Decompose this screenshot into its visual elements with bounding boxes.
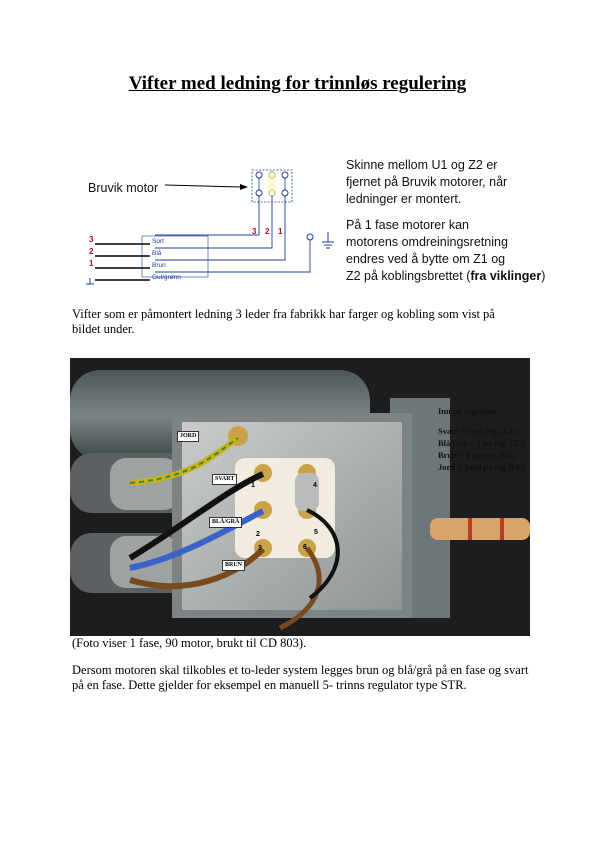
wire-number: 1 bbox=[89, 259, 94, 268]
terminal-number: 1 bbox=[251, 482, 255, 489]
motor-label: Bruvik motor bbox=[88, 181, 159, 195]
wire-number: 2 bbox=[89, 247, 94, 256]
tag-bla-gra: BLÅ/GRÅ bbox=[209, 517, 243, 528]
diagram-note-2: På 1 fase motorer kan motorens omdreinin… bbox=[346, 218, 546, 283]
wire-label: Sort bbox=[152, 238, 164, 245]
diagram-note-1: Skinne mellom U1 og Z2 er fjernet på Bru… bbox=[346, 158, 508, 206]
closing-paragraph: Dersom motoren skal tilkobles et to-lede… bbox=[72, 663, 529, 692]
tag-brun: BRUN bbox=[222, 560, 246, 571]
tag-jord: JORD bbox=[177, 431, 200, 442]
terminal-number: 3 bbox=[252, 227, 257, 236]
terminal-box-photo: 1 4 2 5 3 6 bbox=[70, 358, 530, 636]
page-title: Vifter med ledning for trinnløs reguleri… bbox=[128, 73, 467, 94]
tag-svart: SVART bbox=[212, 474, 238, 485]
wiring-diagram: 3 2 1 Sort Blå Brun Gul/grønn 3 2 1 bbox=[86, 169, 334, 285]
wire-label: Gul/grønn bbox=[152, 274, 181, 281]
photo-caption: (Foto viser 1 fase, 90 motor, brukt til … bbox=[72, 636, 307, 650]
wire-label: Brun bbox=[152, 262, 166, 269]
intro-paragraph: Vifter som er påmontert ledning 3 leder … bbox=[72, 307, 495, 336]
wire-label: Blå bbox=[152, 249, 162, 257]
regulator-heading: Inn på regulator: bbox=[438, 406, 501, 416]
terminal-number: 2 bbox=[265, 227, 270, 236]
regulator-info: Inn på regulator: Svart = 3 på reg. (U1)… bbox=[438, 405, 588, 473]
terminal-number: 3 bbox=[258, 545, 262, 552]
terminal-number: 5 bbox=[314, 529, 318, 536]
terminal-number: 6 bbox=[303, 544, 307, 551]
wire-number: 3 bbox=[89, 235, 94, 244]
terminal-number: 2 bbox=[256, 531, 260, 538]
terminal-number: 4 bbox=[313, 482, 317, 489]
terminal-number: 1 bbox=[278, 227, 283, 236]
